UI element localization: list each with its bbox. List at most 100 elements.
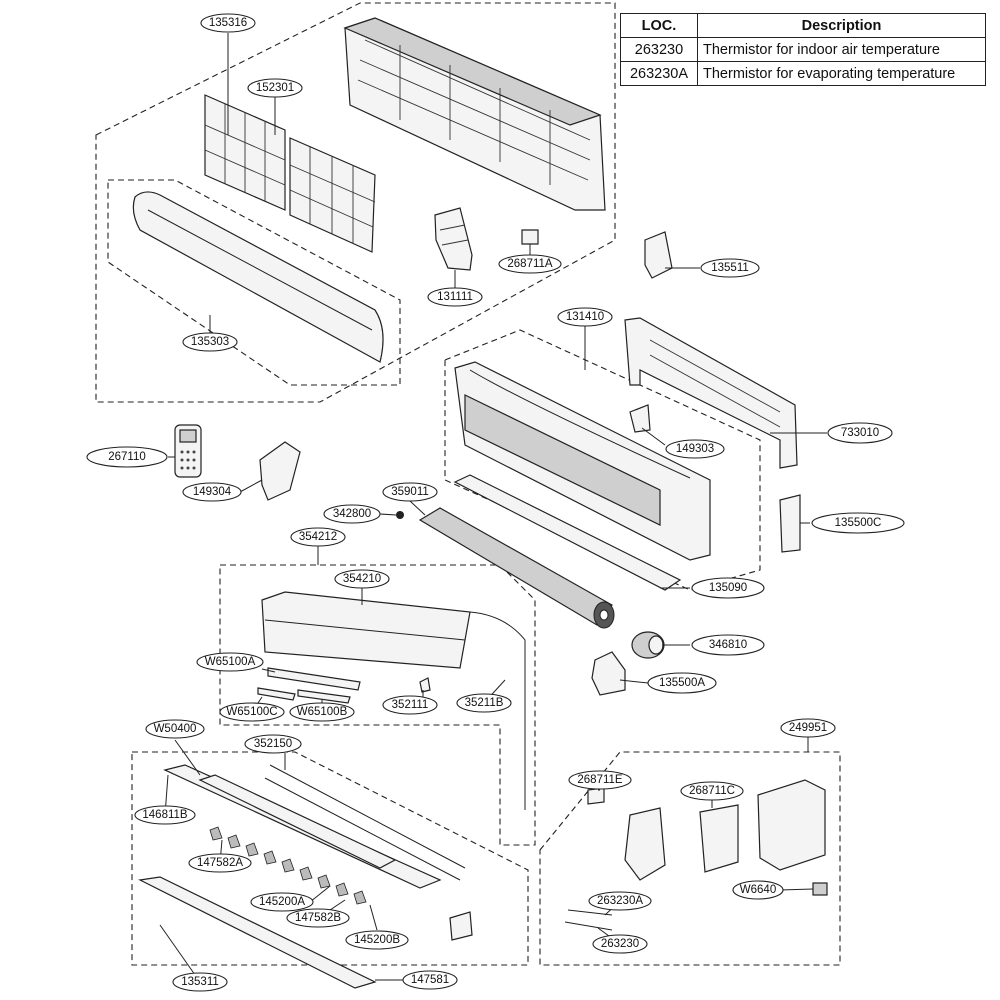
callout-268711C: 268711C xyxy=(680,781,744,801)
svg-text:359011: 359011 xyxy=(391,486,429,498)
side-holder-part xyxy=(779,494,801,553)
callout-352150: 352150 xyxy=(244,734,302,754)
svg-text:268711E: 268711E xyxy=(577,774,623,786)
svg-text:268711C: 268711C xyxy=(689,785,735,797)
svg-text:W65100C: W65100C xyxy=(226,706,277,718)
description-column-header: Description xyxy=(697,13,986,38)
svg-text:135511: 135511 xyxy=(711,262,749,274)
callout-352111: 352111 xyxy=(382,695,438,715)
svg-text:342800: 342800 xyxy=(333,508,371,520)
pipe-clip-part xyxy=(419,677,431,693)
table-row: 263230 Thermistor for indoor air tempera… xyxy=(620,37,986,62)
callout-W65100A: W65100A xyxy=(196,652,264,672)
svg-text:352111: 352111 xyxy=(392,699,429,711)
callout-359011: 359011 xyxy=(382,482,438,502)
callout-135500A: 135500A xyxy=(647,672,717,694)
svg-text:135090: 135090 xyxy=(709,582,747,594)
side-cover-part xyxy=(644,231,673,279)
chassis-part xyxy=(454,361,711,561)
callout-135511: 135511 xyxy=(700,258,760,278)
loc-cell: 263230A xyxy=(620,61,698,86)
clip-part xyxy=(629,404,651,433)
callout-W65100B: W65100B xyxy=(289,702,355,722)
callout-131410: 131410 xyxy=(557,307,613,327)
loc-column-header: LOC. xyxy=(620,13,698,38)
svg-text:131410: 131410 xyxy=(566,311,604,323)
callout-733010: 733010 xyxy=(827,422,893,444)
svg-text:268711A: 268711A xyxy=(507,258,553,270)
svg-text:135303: 135303 xyxy=(191,336,229,348)
callout-147582B: 147582B xyxy=(286,908,350,928)
callout-147582A: 147582A xyxy=(188,853,252,873)
callout-249951: 249951 xyxy=(780,718,836,738)
callout-145200B: 145200B xyxy=(345,930,409,950)
callout-35211B: 35211B xyxy=(456,693,512,713)
callout-147581: 147581 xyxy=(402,970,458,990)
callout-145200A: 145200A xyxy=(250,892,314,912)
callout-268711A: 268711A xyxy=(498,254,562,274)
louver-assembly-part xyxy=(138,764,466,989)
control-box-parts xyxy=(564,779,828,931)
callout-135500C: 135500C xyxy=(811,512,905,534)
description-cell: Thermistor for evaporating temperature xyxy=(697,61,986,86)
callout-152301: 152301 xyxy=(247,78,303,98)
callout-149304: 149304 xyxy=(182,482,242,502)
callout-W65100C: W65100C xyxy=(219,702,285,722)
callout-346810: 346810 xyxy=(691,634,765,656)
svg-text:147582A: 147582A xyxy=(197,857,243,869)
callout-135311: 135311 xyxy=(172,972,228,992)
svg-text:354212: 354212 xyxy=(299,531,337,543)
svg-text:145200B: 145200B xyxy=(354,934,400,946)
evaporator-group-outline xyxy=(219,564,536,846)
installation-plate-part xyxy=(624,317,798,469)
louver-group-outline xyxy=(131,751,529,966)
callout-342800: 342800 xyxy=(323,504,381,524)
svg-text:149303: 149303 xyxy=(676,443,714,455)
callout-263230A: 263230A xyxy=(588,891,652,911)
label-plate-part xyxy=(521,229,539,245)
svg-text:152301: 152301 xyxy=(256,82,294,94)
svg-text:35211B: 35211B xyxy=(465,697,504,709)
svg-text:135500A: 135500A xyxy=(659,677,705,689)
callout-135090: 135090 xyxy=(691,577,765,599)
callout-W6640: W6640 xyxy=(732,880,784,900)
svg-text:131111: 131111 xyxy=(437,291,473,303)
callout-W50400: W50400 xyxy=(145,719,205,739)
insulation-strip-parts xyxy=(257,667,361,704)
callout-268711E: 268711E xyxy=(568,770,632,790)
vane-blade-parts xyxy=(209,826,367,905)
svg-text:135311: 135311 xyxy=(181,976,219,988)
svg-text:263230: 263230 xyxy=(601,938,639,950)
svg-text:145200A: 145200A xyxy=(259,896,305,908)
table-header-row: LOC. Description xyxy=(620,13,986,38)
svg-text:346810: 346810 xyxy=(709,639,747,651)
display-holder-part xyxy=(434,207,473,271)
callout-149303: 149303 xyxy=(665,439,725,459)
loc-cell: 263230 xyxy=(620,37,698,62)
bearing-part xyxy=(396,511,404,519)
svg-text:135316: 135316 xyxy=(209,17,247,29)
svg-text:267110: 267110 xyxy=(108,451,146,463)
svg-text:149304: 149304 xyxy=(193,486,232,498)
callout-354212: 354212 xyxy=(290,527,346,547)
svg-text:W6640: W6640 xyxy=(740,884,776,896)
callout-354210: 354210 xyxy=(334,569,390,589)
front-panel-part xyxy=(132,191,384,363)
control-box-group-outline xyxy=(539,751,841,966)
callout-131111: 131111 xyxy=(427,287,483,307)
svg-text:W65100B: W65100B xyxy=(297,706,348,718)
svg-text:352150: 352150 xyxy=(254,738,292,750)
motor-holder-part xyxy=(591,651,626,696)
front-grille-group-outline xyxy=(95,2,616,403)
remote-controller-part xyxy=(174,424,202,478)
svg-text:W50400: W50400 xyxy=(154,723,197,735)
svg-text:146811B: 146811B xyxy=(142,809,188,821)
chassis-group-outline xyxy=(444,329,761,591)
callout-135303: 135303 xyxy=(182,332,238,352)
svg-text:135500C: 135500C xyxy=(835,517,882,529)
evaporator-part xyxy=(261,591,526,810)
callout-263230: 263230 xyxy=(592,934,648,954)
svg-text:147581: 147581 xyxy=(411,974,449,986)
sensor-plate-part xyxy=(449,911,473,941)
